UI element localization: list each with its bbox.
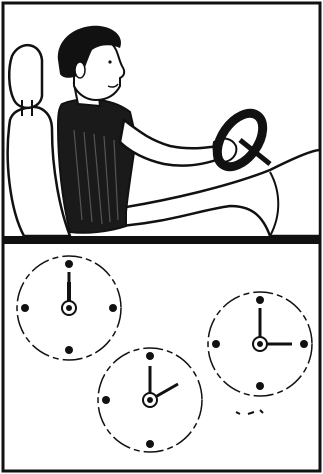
clock-dot xyxy=(109,304,117,312)
driver-ear xyxy=(75,62,85,78)
clock-dot xyxy=(146,440,154,448)
clock-dot xyxy=(21,304,29,312)
clock-dot xyxy=(65,260,73,268)
clock-pin xyxy=(66,305,72,311)
clock-dot xyxy=(102,396,110,404)
clock-dot xyxy=(256,382,264,390)
clock-pin xyxy=(147,397,153,403)
clock-dot xyxy=(256,296,264,304)
clock-dot xyxy=(65,346,73,354)
clock-pin xyxy=(257,341,263,347)
driver-eye xyxy=(108,60,111,63)
clock-dot xyxy=(300,340,308,348)
clock-dot xyxy=(212,340,220,348)
clock-dot xyxy=(146,352,154,360)
headrest xyxy=(9,45,42,108)
